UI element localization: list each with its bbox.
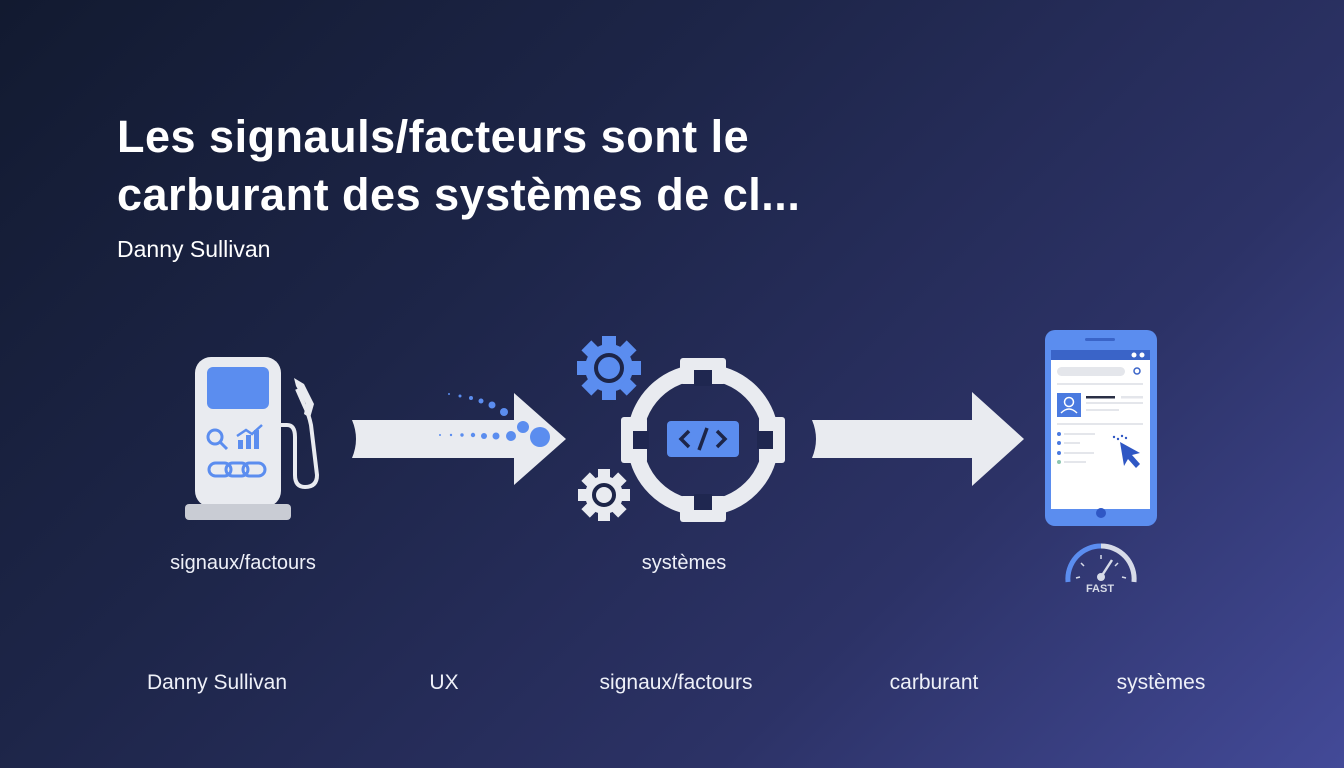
step-label-signals: signaux/factours xyxy=(170,552,316,574)
arrow-right-icon xyxy=(812,392,1024,486)
page-title: Les signauls/facteurs sont le carburant … xyxy=(117,108,800,224)
gear-icon xyxy=(577,336,641,400)
step-label-systems: systèmes xyxy=(641,552,727,574)
title-line-1: Les signauls/facteurs sont le xyxy=(117,111,750,162)
systems-gears-icon xyxy=(577,336,785,522)
avatar xyxy=(1057,393,1081,417)
mobile-page-icon xyxy=(1045,330,1157,526)
bottom-label-ux: UX xyxy=(429,671,459,694)
author: Danny Sullivan xyxy=(117,236,271,262)
gauge-label: FAST xyxy=(1085,583,1115,595)
growth-chart-icon xyxy=(236,424,263,449)
code-icon xyxy=(667,421,739,457)
gear-icon xyxy=(578,469,630,521)
title-line-2: carburant des systèmes de cl... xyxy=(117,169,801,220)
bottom-label-author: Danny Sullivan xyxy=(146,671,288,694)
bottom-label-systems: systèmes xyxy=(1116,671,1206,694)
bottom-label-signals: signaux/factours xyxy=(599,671,753,694)
cursor-icon xyxy=(1120,442,1140,468)
search-icon xyxy=(206,428,229,451)
link-chain-icon xyxy=(207,461,267,478)
bottom-label-fuel: carburant xyxy=(889,671,979,694)
speed-gauge-icon xyxy=(1065,543,1137,583)
arrow-right-icon xyxy=(352,393,566,485)
fuel-pump-icon xyxy=(185,357,320,520)
main-gear-icon xyxy=(621,358,785,522)
data-dots xyxy=(439,393,550,447)
